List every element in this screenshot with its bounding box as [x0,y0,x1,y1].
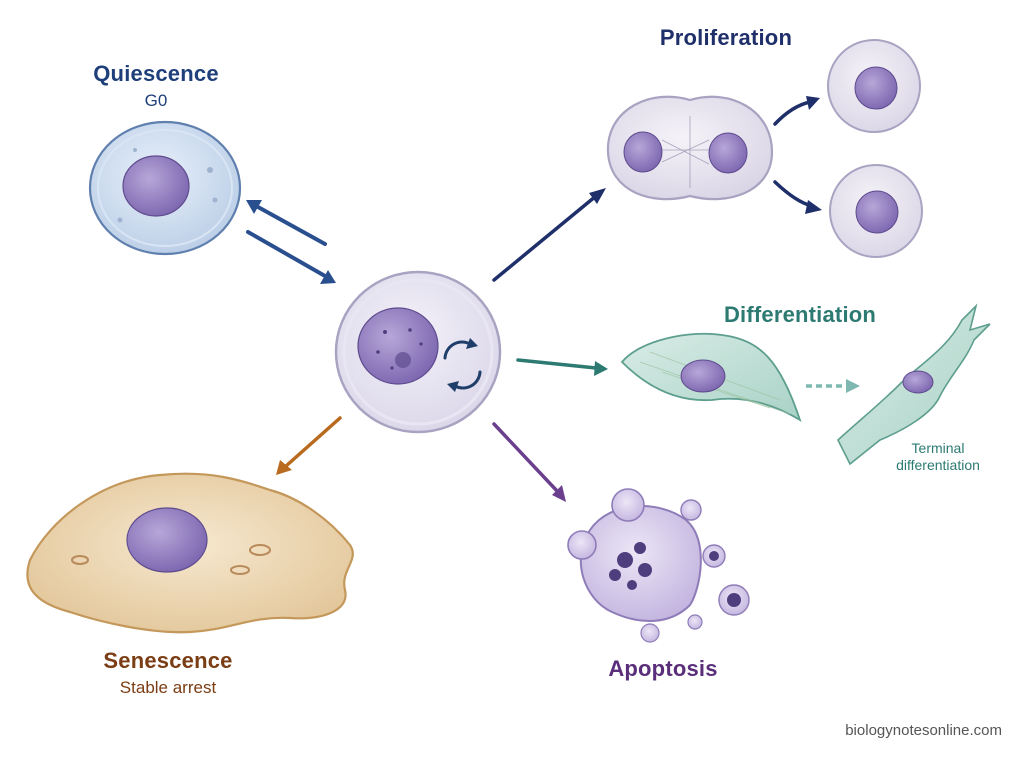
differentiation-arrows [516,358,860,393]
watermark: biologynotesonline.com [845,722,1002,739]
differentiation-label: Differentiation [723,302,877,327]
quiescent-nucleus [122,155,190,217]
senescence-arrow [276,416,342,475]
cell-cycle-icon [443,338,482,392]
terminal-differentiation-label: Terminal differentiation [896,440,980,474]
differentiating-cell [620,332,802,423]
proliferation-label: Proliferation [659,25,793,50]
quiescence-arrows [246,200,336,284]
senescence-label: Senescence [103,648,233,673]
terminal-line-2: differentiation [896,457,980,473]
apoptosis-label: Apoptosis [608,656,718,681]
apoptosis-arrow [492,422,566,502]
g0-label: G0 [144,91,168,110]
central-cell [334,270,502,434]
proliferation-arrows [492,96,822,282]
apoptotic-cell [567,488,750,643]
quiescence-label: Quiescence [93,61,219,86]
terminal-cell [837,303,991,466]
dividing-cell [606,95,774,201]
stable-arrest-label: Stable arrest [119,678,217,697]
senescent-cell [26,472,354,634]
terminal-line-1: Terminal [911,440,965,456]
daughter-cell-bottom [829,164,923,258]
quiescent-cell [88,120,242,256]
central-nucleus [357,307,439,385]
daughter-cell-top [827,39,921,133]
